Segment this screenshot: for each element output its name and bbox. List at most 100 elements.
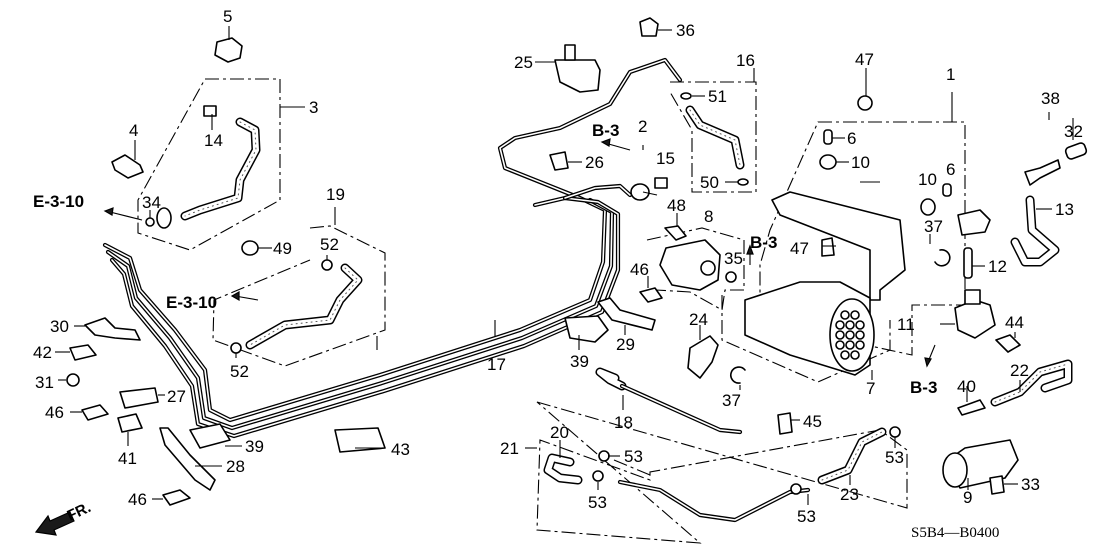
part-52-clip-lower [230,342,242,354]
callout-36[interactable]: 36 [676,21,695,40]
callout-26[interactable]: 26 [585,153,604,172]
callout-52-lower[interactable]: 52 [230,362,249,381]
part-7-canister-mesh [835,310,865,360]
hose-16 [685,105,745,170]
group-outlines [137,78,966,544]
callout-39-middle[interactable]: 39 [570,352,589,371]
reference-labels: E-3-10 E-3-10 B-3 B-3 B-3 [33,121,937,397]
callout-21[interactable]: 21 [500,439,519,458]
callout-48[interactable]: 48 [667,196,686,215]
part-51-oring [680,92,692,100]
part-47-bolt-lower [821,237,835,257]
part-32-cap [1064,142,1088,160]
callout-53-b[interactable]: 53 [588,493,607,512]
callout-15[interactable]: 15 [656,149,675,168]
callout-29[interactable]: 29 [616,335,635,354]
callout-31[interactable]: 31 [35,373,54,392]
callout-32[interactable]: 32 [1064,122,1083,141]
hose-20 [543,453,583,485]
callout-7[interactable]: 7 [866,379,875,398]
hose-22 [990,359,1073,407]
callout-23[interactable]: 23 [840,485,859,504]
callout-6-lower[interactable]: 6 [946,160,955,179]
part-1-valve [957,209,991,236]
callout-37-upper[interactable]: 37 [924,217,943,236]
callout-14[interactable]: 14 [204,131,223,150]
callout-8[interactable]: 8 [704,207,713,226]
hose-19 [245,263,363,350]
part-8-valve-port [700,260,716,276]
part-53-clip-b [592,470,604,482]
callout-46-middle[interactable]: 46 [630,260,649,279]
callout-50[interactable]: 50 [700,173,719,192]
callout-52-upper[interactable]: 52 [320,235,339,254]
ref-b3-lower[interactable]: B-3 [910,378,937,397]
part-34-washer [145,217,155,227]
leader-lines [55,26,1074,505]
callout-35[interactable]: 35 [724,249,743,268]
callout-4[interactable]: 4 [129,121,138,140]
callout-51[interactable]: 51 [708,87,727,106]
ref-e310-upper[interactable]: E-3-10 [33,192,84,211]
part-41-clip [117,413,143,433]
callout-12[interactable]: 12 [988,257,1007,276]
part-6-cap-lower [942,183,952,197]
ref-b3-upper[interactable]: B-3 [592,121,619,140]
callout-37-lower[interactable]: 37 [722,391,741,410]
part-10-grommet-upper [819,154,837,170]
callout-10-lower[interactable]: 10 [918,170,937,189]
callout-19[interactable]: 19 [326,185,345,204]
callout-39-lower[interactable]: 39 [245,437,264,456]
parts [66,17,1088,506]
callout-25[interactable]: 25 [514,53,533,72]
callout-46-bottom[interactable]: 46 [128,490,147,509]
callout-53-d[interactable]: 53 [885,448,904,467]
callout-38[interactable]: 38 [1041,89,1060,108]
part-11-valve-top [964,289,981,305]
callout-28[interactable]: 28 [226,457,245,476]
callout-16[interactable]: 16 [736,51,755,70]
callout-13[interactable]: 13 [1055,200,1074,219]
group-8-outline [646,227,745,311]
callout-42[interactable]: 42 [33,343,52,362]
callout-49[interactable]: 49 [273,239,292,258]
callout-1[interactable]: 1 [946,65,955,84]
callout-22[interactable]: 22 [1010,361,1029,380]
callout-18[interactable]: 18 [614,413,633,432]
front-direction-indicator: FR. [34,499,94,536]
callout-6-upper[interactable]: 6 [847,129,856,148]
callout-46-left[interactable]: 46 [45,403,64,422]
callout-43[interactable]: 43 [391,440,410,459]
part-35-washer [725,271,737,283]
callout-40[interactable]: 40 [957,377,976,396]
callout-30[interactable]: 30 [50,317,69,336]
part-47-bolt-upper [857,95,873,111]
callout-45[interactable]: 45 [803,412,822,431]
callout-11[interactable]: 11 [897,315,915,334]
callout-10-upper[interactable]: 10 [851,153,870,172]
callout-5[interactable]: 5 [223,7,232,26]
ref-b3-middle[interactable]: B-3 [750,233,777,252]
callout-27[interactable]: 27 [167,387,186,406]
part-39-clamp-lower [189,423,231,449]
callout-34[interactable]: 34 [142,193,161,212]
part-42-clip [69,344,97,361]
callout-47-upper[interactable]: 47 [855,50,874,69]
callout-3[interactable]: 3 [309,98,318,117]
callout-17[interactable]: 17 [487,355,506,374]
ref-e310-lower[interactable]: E-3-10 [166,293,217,312]
callout-33[interactable]: 33 [1021,475,1040,494]
callout-53-a[interactable]: 53 [624,447,643,466]
callout-41[interactable]: 41 [118,449,137,468]
part-26-clip [549,151,569,171]
part-36-clip [639,17,659,37]
callout-20[interactable]: 20 [550,423,569,442]
callout-44[interactable]: 44 [1005,313,1024,332]
hose-12 [963,247,973,279]
callout-2[interactable]: 2 [638,117,647,136]
callout-47-lower[interactable]: 47 [790,239,809,258]
callout-9[interactable]: 9 [963,488,972,507]
callout-53-c[interactable]: 53 [797,507,816,526]
callout-24[interactable]: 24 [689,310,708,329]
part-11-valve [954,299,996,339]
